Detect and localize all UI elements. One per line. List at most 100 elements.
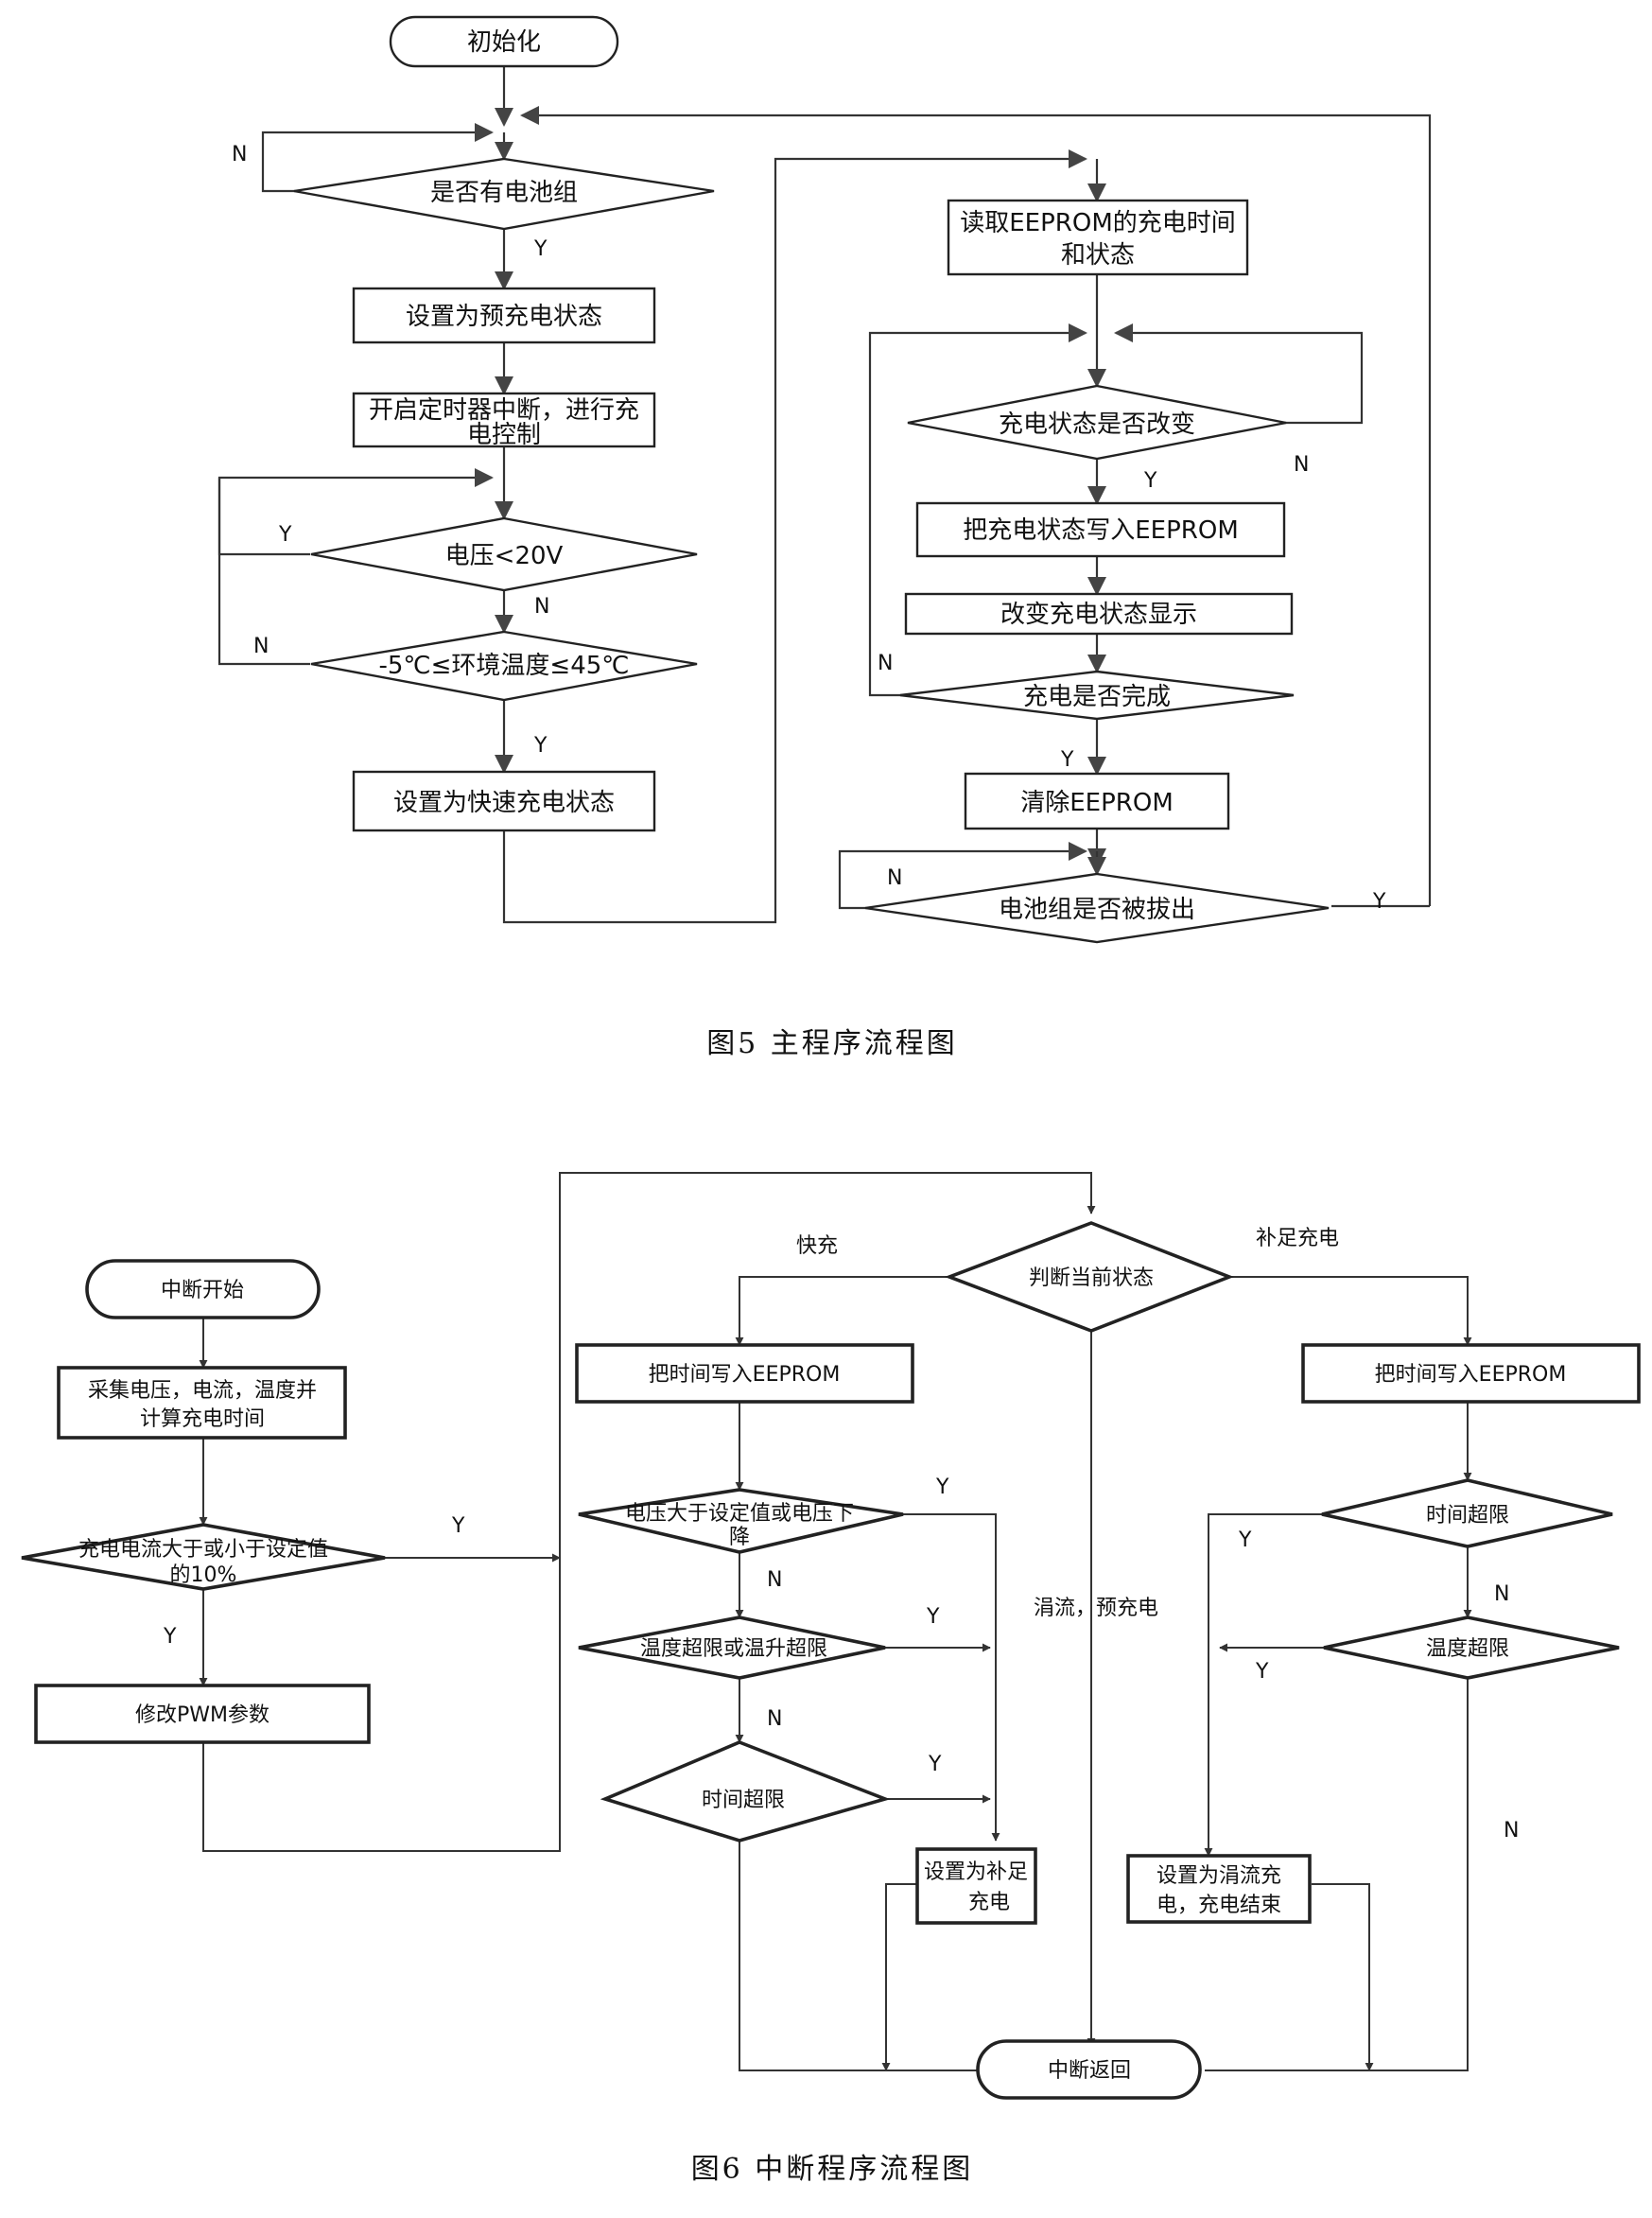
- fig5-init-terminal: 初始化: [389, 15, 619, 68]
- fig6-write-time-left-text: 把时间写入EEPROM: [649, 1363, 841, 1387]
- fig5-label-n-temp: N: [253, 635, 269, 658]
- fig6-sample-text-2: 计算充电时间: [140, 1407, 265, 1431]
- fig6-label-y-pwm: Y: [163, 1625, 177, 1649]
- fig5-voltage-text: 电压<20V: [445, 542, 564, 570]
- fig5-label-y-temp: Y: [533, 734, 548, 758]
- fig6-current-check-decision: 充电电流大于或小于设定值 的10%: [21, 1523, 386, 1591]
- fig6-judge-state-text: 判断当前状态: [1029, 1266, 1154, 1290]
- fig6-label-y-temp-right: Y: [1255, 1660, 1269, 1684]
- fig6-label-fast: 快充: [796, 1234, 838, 1258]
- fig5-clear-eeprom-box: 清除EEPROM: [964, 772, 1230, 830]
- fig6-modify-pwm-text: 修改PWM参数: [135, 1703, 270, 1727]
- fig5-read-eeprom-text-2: 和状态: [1061, 241, 1135, 270]
- fig6-set-top-up-text-2: 充电: [968, 1891, 1010, 1914]
- fig6-time-cond-right-text: 时间超限: [1426, 1504, 1509, 1528]
- fig6-connectors: [199, 1172, 1472, 2071]
- fig6-label-n-temp: N: [767, 1707, 782, 1731]
- fig6-temp-cond-right-decision: 温度超限: [1323, 1615, 1620, 1680]
- fig6-label-n-time-right: N: [1494, 1582, 1509, 1606]
- fig5-set-fast-text: 设置为快速充电状态: [393, 789, 615, 817]
- fig5-charge-done-decision: 充电是否完成: [899, 670, 1295, 721]
- fig6-int-start-terminal: 中断开始: [85, 1259, 321, 1319]
- fig5-state-changed-decision: 充电状态是否改变: [907, 384, 1287, 461]
- fig5-write-state-box: 把充电状态写入EEPROM: [915, 501, 1286, 558]
- fig5-label-n-removed: N: [887, 866, 902, 890]
- fig6-time-cond-left-text: 时间超限: [702, 1789, 785, 1812]
- fig6-label-n-temp-right: N: [1504, 1819, 1519, 1843]
- fig6-caption: 图6 中断程序流程图: [691, 2153, 974, 2186]
- fig5-set-precharge-text: 设置为预充电状态: [406, 303, 602, 331]
- fig6-set-top-up-text-1: 设置为补足: [924, 1860, 1028, 1884]
- fig6-label-trickle-pre: 涓流，预充电: [1034, 1597, 1158, 1620]
- fig5-change-display-text: 改变充电状态显示: [1000, 601, 1197, 629]
- fig6-modify-pwm-box: 修改PWM参数: [34, 1684, 371, 1744]
- fig5-caption: 图5 主程序流程图: [706, 1027, 958, 1060]
- fig5-read-eeprom-text-1: 读取EEPROM的充电时间: [960, 209, 1236, 237]
- fig5-label-y-voltage: Y: [278, 523, 292, 547]
- fig6-temp-cond-text: 温度超限或温升超限: [640, 1637, 827, 1661]
- fig6-voltage-cond-decision: 电压大于设定值或电压下 降: [578, 1488, 904, 1554]
- fig5-label-y-state: Y: [1143, 469, 1157, 493]
- fig5-label-n-done: N: [878, 652, 893, 675]
- fig5-label-n-state: N: [1294, 453, 1309, 477]
- fig5-change-display-box: 改变充电状态显示: [904, 592, 1294, 636]
- fig5-start-timer-box: 开启定时器中断，进行充 电控制: [352, 392, 656, 449]
- fig6-time-cond-left-decision: 时间超限: [600, 1740, 891, 1843]
- fig5-init-text: 初始化: [467, 28, 541, 57]
- fig6-time-cond-right-decision: 时间超限: [1321, 1478, 1613, 1548]
- fig5-temperature-text: -5℃≤环境温度≤45℃: [379, 652, 630, 680]
- fig6-set-trickle-text-2: 电，充电结束: [1156, 1894, 1281, 1917]
- fig6-label-y-temp: Y: [926, 1605, 940, 1629]
- fig5-temperature-decision: -5℃≤环境温度≤45℃: [310, 630, 698, 702]
- fig5-label-y-removed: Y: [1372, 890, 1386, 914]
- fig6-set-top-up-box: 设置为补足 充电: [915, 1847, 1037, 1925]
- fig6-write-time-left-box: 把时间写入EEPROM: [575, 1343, 914, 1404]
- fig6-voltage-cond-text-1: 电压大于设定值或电压下: [625, 1502, 854, 1526]
- fig5-set-precharge-box: 设置为预充电状态: [352, 287, 656, 344]
- fig6-int-return-terminal: 中断返回: [976, 2039, 1202, 2100]
- fig5-connectors: [217, 66, 1432, 924]
- fig6-current-check-text-1: 充电电流大于或小于设定值: [78, 1538, 328, 1562]
- fig5-charge-done-text: 充电是否完成: [1023, 683, 1171, 711]
- fig6-label-y-voltage: Y: [935, 1476, 949, 1499]
- fig6-current-check-text-2: 的10%: [170, 1563, 237, 1587]
- fig6-write-time-right-box: 把时间写入EEPROM: [1301, 1343, 1641, 1404]
- fig6-set-trickle-box: 设置为涓流充 电，充电结束: [1126, 1854, 1312, 1924]
- fig5-battery-removed-text: 电池组是否被拔出: [999, 896, 1195, 924]
- fig6-write-time-right-text: 把时间写入EEPROM: [1375, 1363, 1567, 1387]
- fig5-label-y-battery: Y: [533, 237, 548, 261]
- fig5-clear-eeprom-text: 清除EEPROM: [1020, 789, 1174, 817]
- fig6-label-top-up: 补足充电: [1256, 1227, 1339, 1250]
- fig6-sample-box: 采集电压，电流，温度并 计算充电时间: [57, 1366, 347, 1440]
- fig6-sample-text-1: 采集电压，电流，温度并: [88, 1379, 317, 1403]
- fig5-has-battery-text: 是否有电池组: [430, 179, 578, 207]
- fig6-label-y-time-left: Y: [928, 1753, 942, 1776]
- fig6-branch-labels: 快充 补足充电 涓流，预充电 Y Y Y N Y N Y Y N Y N: [163, 1227, 1519, 1843]
- fig5-read-eeprom-box: 读取EEPROM的充电时间 和状态: [947, 199, 1249, 276]
- figure6-interrupt-flowchart: 中断开始 采集电压，电流，温度并 计算充电时间 充电电流大于或小于设定值 的10…: [21, 1172, 1641, 2186]
- fig5-set-fast-box: 设置为快速充电状态: [352, 770, 656, 832]
- fig6-label-n-voltage: N: [767, 1568, 782, 1592]
- figure5-main-program-flowchart: 初始化 是否有电池组 设置为预充电状态 开启定时器中断，进行充 电控制 电压<2…: [217, 15, 1432, 1060]
- fig6-voltage-cond-text-2: 降: [729, 1526, 750, 1549]
- fig5-state-changed-text: 充电状态是否改变: [999, 410, 1195, 439]
- fig6-temp-cond-right-text: 温度超限: [1426, 1637, 1509, 1661]
- fig6-label-y-current: Y: [451, 1514, 465, 1538]
- fig6-label-y-time-right: Y: [1238, 1528, 1252, 1552]
- fig5-battery-removed-decision: 电池组是否被拔出: [864, 872, 1330, 944]
- fig5-has-battery-decision: 是否有电池组: [293, 157, 715, 231]
- fig5-start-timer-text-2: 电控制: [467, 421, 541, 449]
- fig6-temp-cond-decision: 温度超限或温升超限: [578, 1615, 886, 1680]
- fig5-write-state-text: 把充电状态写入EEPROM: [963, 516, 1239, 545]
- fig6-judge-state-decision: 判断当前状态: [944, 1221, 1234, 1333]
- fig6-set-trickle-text-1: 设置为涓流充: [1156, 1864, 1281, 1888]
- fig5-label-n-voltage: N: [534, 595, 549, 619]
- fig5-branch-labels: N Y Y N N Y Y N N Y N Y: [232, 143, 1386, 914]
- fig5-label-y-done: Y: [1060, 748, 1074, 772]
- fig6-int-start-text: 中断开始: [161, 1279, 244, 1302]
- fig5-start-timer-text-1: 开启定时器中断，进行充: [369, 396, 639, 425]
- fig6-int-return-text: 中断返回: [1048, 2059, 1131, 2083]
- fig5-voltage-decision: 电压<20V: [310, 516, 698, 592]
- fig5-label-n-battery: N: [232, 143, 247, 166]
